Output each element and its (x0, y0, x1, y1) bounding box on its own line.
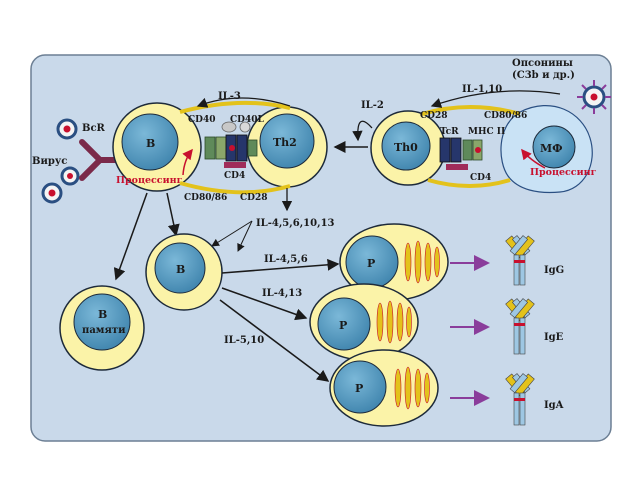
ige-label: IgE (544, 332, 564, 343)
to-plasma-g-arrow (221, 258, 340, 274)
processing-mf-label: Процессинг (530, 167, 597, 178)
iga-label: IgA (544, 400, 564, 411)
il-4-13-label: IL-4,13 (262, 288, 302, 299)
il-4-5-6-10-13-label: IL-4,5,6,10,13 (256, 218, 335, 229)
il-4-5-6-label: IL-4,5,6 (264, 254, 308, 265)
opsonins-label-line2: (С3b и др.) (512, 70, 575, 81)
b-memory-cell: B памяти (59, 285, 145, 371)
th2-label: Th2 (273, 136, 297, 149)
cd4-right-label: CD4 (470, 173, 491, 183)
synapse-arc-bottom-right (427, 178, 511, 188)
il1-10-arrow (430, 90, 561, 108)
igg-label: IgG (544, 265, 564, 276)
b-cell-activated-label: B (176, 263, 185, 276)
opsonins-label-line1: Опсонины (512, 58, 573, 69)
cd4-left-label: CD4 (224, 171, 245, 181)
macrophage-cell: МФ (500, 105, 593, 194)
mhc2-label: MHC II (468, 127, 505, 137)
synapse-arc-top-right (421, 105, 521, 116)
b-cell-main-label: B (146, 137, 155, 150)
bcr-label: BcR (82, 123, 106, 134)
il2-arrow (352, 120, 373, 142)
molecular-complex-right (439, 137, 483, 170)
virus-icon (41, 118, 80, 204)
b-memory-label-line2: памяти (82, 325, 126, 336)
b-cell-main: B (112, 102, 202, 192)
il3-label: IL-3 (218, 91, 241, 102)
plasma-cell-e: P (309, 283, 419, 361)
cd28-right-label: CD28 (420, 111, 448, 121)
th0-label: Th0 (394, 141, 418, 154)
plasma-g-label: P (367, 257, 375, 270)
molecular-complex-left (204, 121, 258, 168)
mf-label: МФ (540, 142, 563, 155)
iga-antibody-icon (505, 373, 535, 426)
processing-b-arrow (182, 148, 193, 176)
tcr-label: TcR (440, 127, 459, 137)
cd80-86-left-label: CD80/86 (184, 193, 227, 203)
processing-mf-arrow (521, 148, 546, 169)
cd40l-label: CD40L (230, 115, 264, 125)
b-cell-activated: B (145, 233, 223, 311)
cd40-label: CD40 (188, 115, 216, 125)
th0-cell: Th0 (370, 110, 446, 186)
cd28-left-label: CD28 (240, 193, 268, 203)
il3-arrow (196, 97, 291, 108)
il-5-10-label: IL-5,10 (224, 335, 264, 346)
cd80-86-right-label: CD80/86 (484, 111, 527, 121)
synapse-arc-bottom-left (179, 181, 291, 195)
il2-label: IL-2 (361, 100, 384, 111)
processing-b-label: Процессинг (116, 175, 183, 186)
il-4-5-6-10-13-arrow-1 (211, 220, 253, 247)
virus-label: Вирус (32, 156, 67, 167)
il1-10-label: IL-1,10 (462, 84, 502, 95)
igg-antibody-icon (505, 235, 535, 286)
il-4-5-6-10-13-arrow-2 (237, 220, 253, 252)
plasma-e-label: P (339, 319, 347, 332)
ige-antibody-icon (505, 298, 535, 355)
plasma-a-label: P (355, 382, 363, 395)
opsonized-virus-icon (577, 80, 611, 114)
synapse-arc-top-left (179, 100, 291, 114)
to-plasma-a-arrow (219, 299, 330, 382)
b-to-memory-arrow (113, 192, 148, 281)
b-to-activated-arrow (166, 192, 180, 237)
b-memory-label-line1: B (98, 308, 107, 321)
plasma-cell-g: P (339, 223, 449, 301)
to-plasma-e-arrow (221, 287, 308, 321)
plasma-cell-a: P (329, 349, 439, 427)
